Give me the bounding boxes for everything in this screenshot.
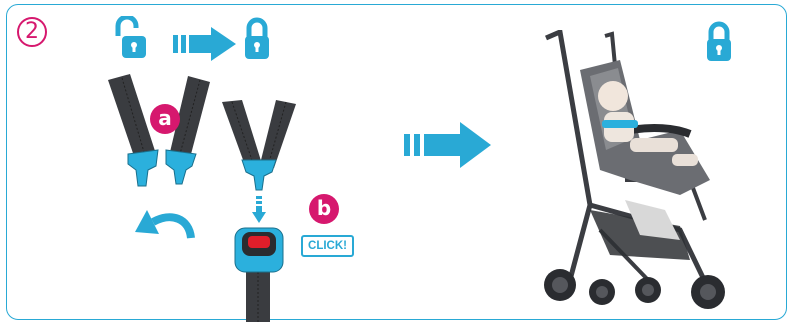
right-arrow-icon: [173, 27, 236, 61]
down-arrow-icon: [252, 196, 266, 223]
separated-harness-straps: [108, 74, 210, 187]
joined-harness-straps: [222, 100, 296, 191]
click-label: CLICK!: [301, 235, 354, 257]
step-number: 2: [17, 17, 47, 47]
step-a-badge: a: [150, 104, 180, 134]
locked-padlock-icon: [707, 21, 731, 61]
unlocked-padlock-icon: [115, 16, 146, 58]
stroller-with-baby: [544, 30, 725, 309]
instruction-panel: [6, 4, 787, 320]
buckle: [234, 227, 284, 322]
right-arrow-icon: [404, 122, 491, 168]
curved-arrow-icon: [135, 210, 195, 239]
step-b-badge: b: [309, 194, 339, 224]
locked-padlock-icon: [245, 17, 269, 59]
